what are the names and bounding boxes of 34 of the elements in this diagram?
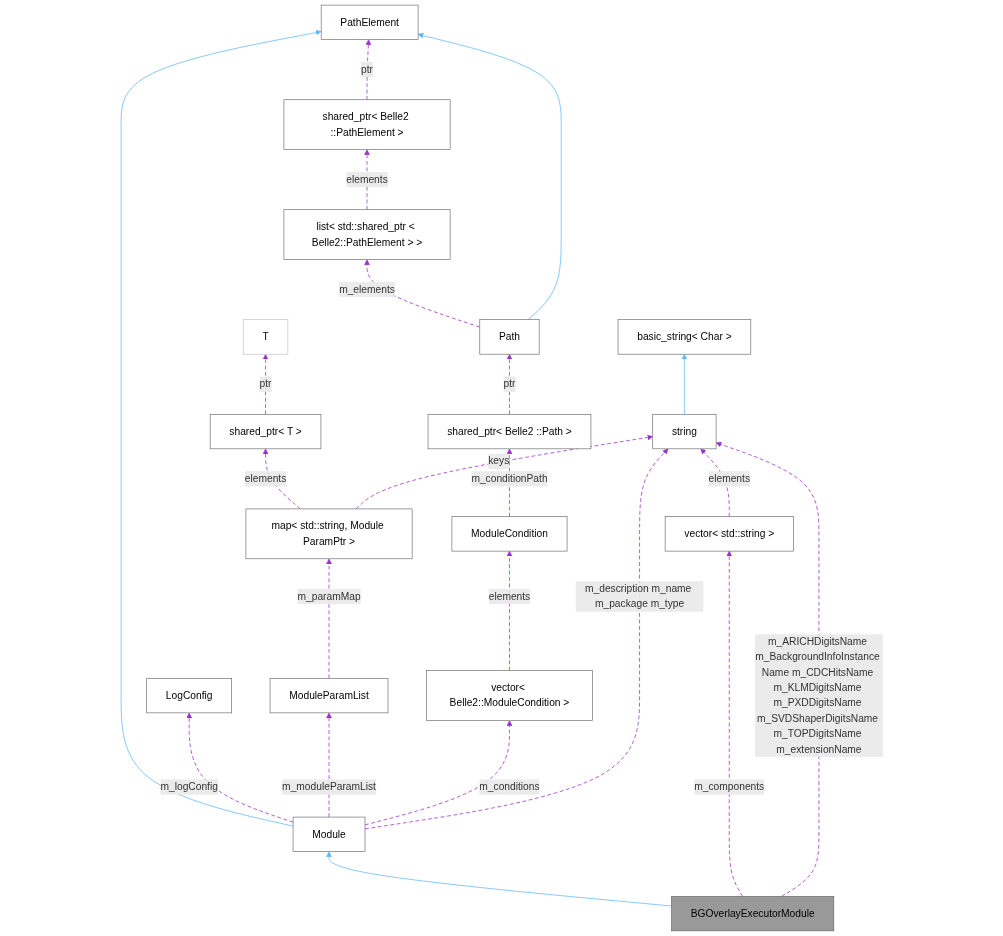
node-box: list< std::shared_ptr < Belle2::PathElement > > xyxy=(283,209,450,260)
node-box: BGOverlayExecutorModule xyxy=(670,896,834,932)
edge-label: m_elements xyxy=(338,283,395,295)
node-box: shared_ptr< Belle2 ::PathElement > xyxy=(283,99,450,150)
edge-label: ptr xyxy=(259,378,272,390)
node-box: shared_ptr< Belle2 ::Path > xyxy=(427,414,591,450)
node-box: Module xyxy=(292,816,365,852)
node-box: LogConfig xyxy=(145,678,232,714)
edge-label: elements xyxy=(488,590,530,602)
edge-label: ptr xyxy=(503,378,515,390)
edge-label: m_description m_name m_package m_type xyxy=(584,583,691,610)
edge-label: m_paramMap xyxy=(296,590,361,602)
edge-label: m_moduleParamList xyxy=(281,781,376,793)
node-box: T xyxy=(242,319,288,355)
node-box: map< std::string, Module ParamPtr > xyxy=(245,508,412,560)
edge-label: m_ARICHDigitsName m_BackgroundInfoInstance Name m_CDCHitsName m_KLMDigitsName m_PXDDigitsName m_SVDShaperDigitsName m_TOPDigitsName m_extensionName xyxy=(754,636,880,755)
edge-label: ptr xyxy=(360,63,373,75)
edge-label: m_conditionPath xyxy=(470,473,548,484)
node-box: shared_ptr< T > xyxy=(209,414,321,450)
edge-label: elements xyxy=(345,173,388,185)
node-box: string xyxy=(651,414,716,450)
edge-label: m_components xyxy=(693,781,764,793)
node-box: Path xyxy=(478,319,540,355)
edge-label: elements xyxy=(244,473,286,484)
node-box: basic_string< Char > xyxy=(617,319,751,355)
edge-label: m_logConfig xyxy=(159,781,218,793)
node-box: ModuleCondition xyxy=(451,516,567,552)
edge-label: m_conditions xyxy=(478,781,540,793)
node-box: PathElement xyxy=(320,4,418,40)
node-box: vector< Belle2::ModuleCondition > xyxy=(425,670,593,721)
node-box: ModuleParamList xyxy=(269,678,388,714)
edge-label: elements xyxy=(708,473,750,484)
node-box: vector< std::string > xyxy=(664,516,794,552)
edge-label: keys xyxy=(487,455,509,467)
